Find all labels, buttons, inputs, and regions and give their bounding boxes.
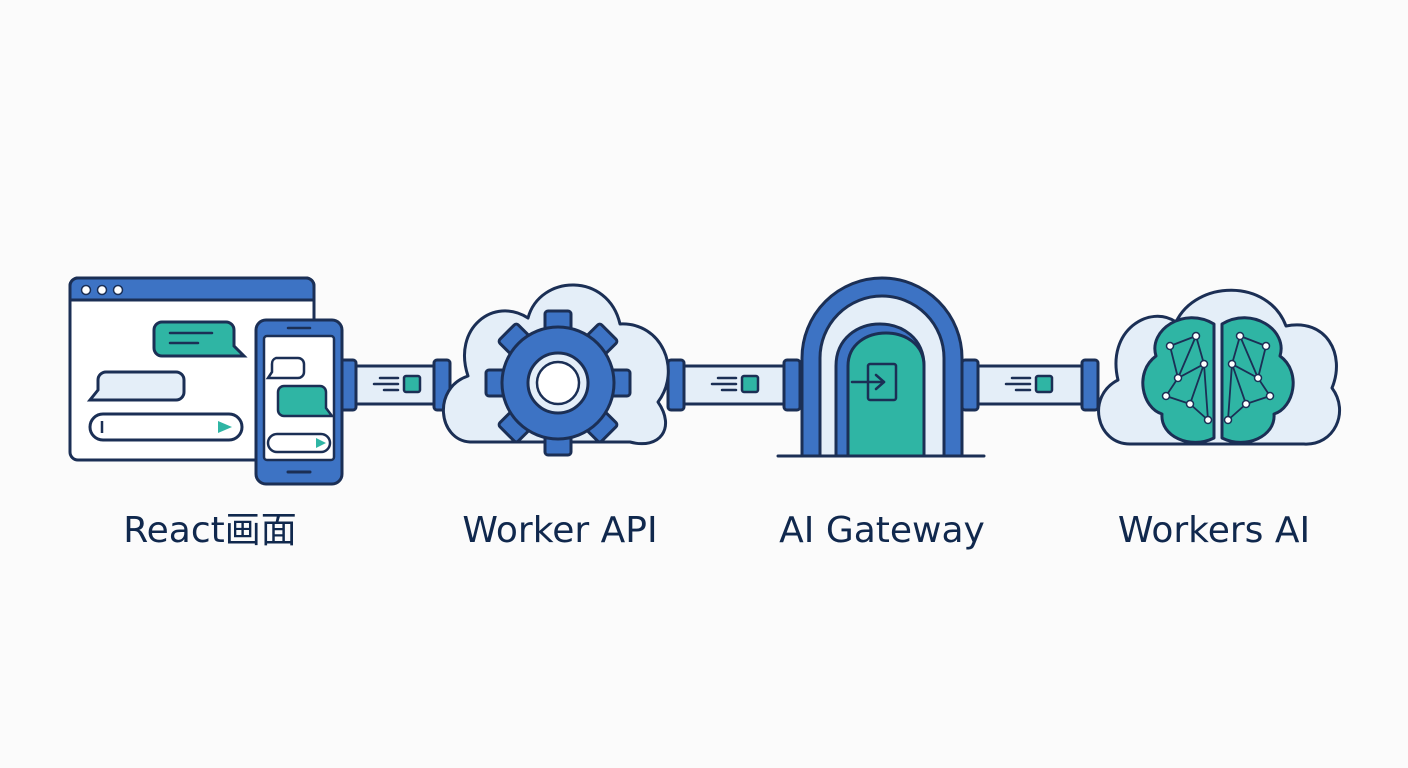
browser-mobile-chat-icon xyxy=(68,276,344,486)
cloud-gear-icon xyxy=(442,283,670,457)
gateway-door-icon xyxy=(776,276,986,458)
connector-ai-gateway-to-workers-ai xyxy=(960,358,1100,412)
mobile-phone xyxy=(254,318,344,486)
browser-window xyxy=(68,276,316,462)
connector-react-to-worker-api xyxy=(336,358,452,412)
gear-icon xyxy=(484,309,632,457)
enter-arrow-icon xyxy=(850,362,898,402)
node-label-ai-gateway: AI Gateway xyxy=(779,510,985,551)
node-label-worker-api: Worker API xyxy=(462,510,658,551)
connector-worker-api-to-ai-gateway xyxy=(666,358,802,412)
cloud-brain-icon xyxy=(1097,288,1342,446)
node-label-workers-ai: Workers AI xyxy=(1117,510,1311,551)
node-label-react: React画面 xyxy=(123,510,297,551)
brain-icon xyxy=(1141,316,1295,444)
